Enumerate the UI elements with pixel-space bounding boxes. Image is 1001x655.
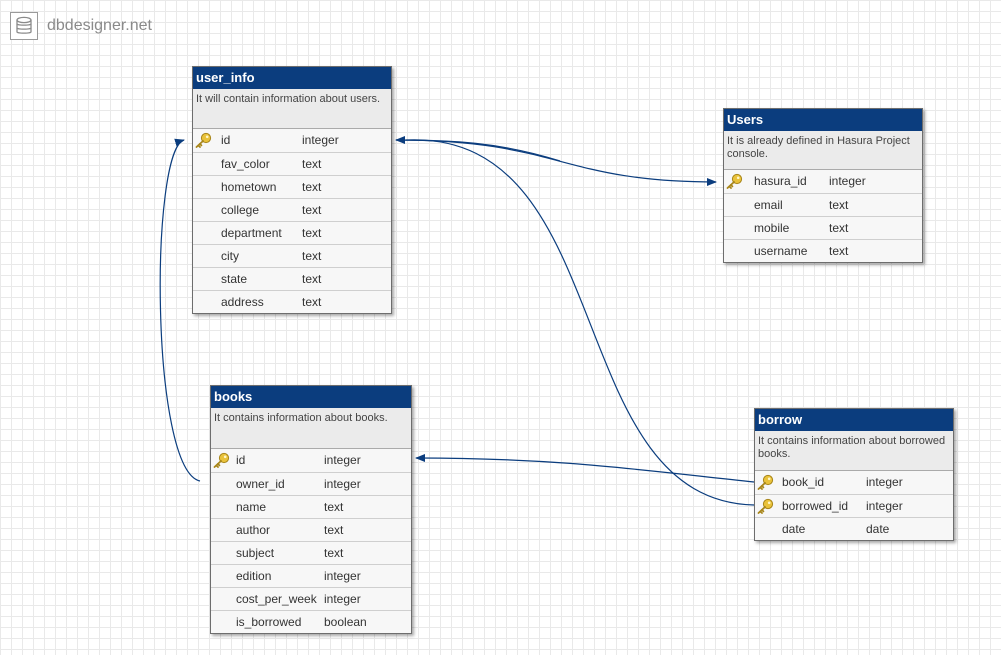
column-row[interactable]: id integer [193,129,391,152]
link-user-info-id-to-users-hasura-id [395,139,717,186]
table-description: It contains information about borrowed b… [755,431,953,471]
column-name: id [236,453,246,467]
column-row[interactable]: name text [211,495,411,518]
key-icon [725,173,743,189]
column-name: department [221,226,282,240]
column-type: integer [324,592,361,606]
column-row[interactable]: book_id integer [755,471,953,494]
column-name: owner_id [236,477,285,491]
table-description: It will contain information about users. [193,89,391,129]
column-type: text [829,198,849,212]
column-type: text [302,203,322,217]
column-name: college [221,203,260,217]
column-name: id [221,133,231,147]
table-title[interactable]: Users [724,109,922,131]
column-name: email [754,198,783,212]
column-name: book_id [782,475,825,489]
column-name: author [236,523,271,537]
brand[interactable]: dbdesigner.net [10,11,152,41]
column-type: integer [829,174,866,188]
column-type: integer [324,453,361,467]
column-name: hometown [221,180,277,194]
column-type: text [302,157,322,171]
column-row[interactable]: mobile text [724,216,922,239]
database-icon [10,12,38,40]
table-borrow[interactable]: borrow It contains information about bor… [754,408,954,541]
column-row[interactable]: fav_color text [193,152,391,175]
column-type: text [302,180,322,194]
column-row[interactable]: college text [193,198,391,221]
column-row[interactable]: borrowed_id integer [755,494,953,517]
column-type: integer [866,499,903,513]
key-icon [194,132,212,148]
key-icon [212,452,230,468]
column-type: text [302,226,322,240]
table-description: It is already defined in Hasura Project … [724,131,922,170]
column-name: mobile [754,221,790,235]
column-name: edition [236,569,272,583]
column-row[interactable]: is_borrowed boolean [211,610,411,633]
column-row[interactable]: id integer [211,449,411,472]
column-type: text [829,221,849,235]
column-name: hasura_id [754,174,807,188]
column-name: fav_color [221,157,270,171]
link-borrow-book-id-to-books-id [415,454,755,483]
table-description: It contains information about books. [211,408,411,449]
column-name: address [221,295,264,309]
column-type: integer [866,475,903,489]
column-type: integer [302,133,339,147]
key-icon [756,498,774,514]
column-name: city [221,249,239,263]
table-title[interactable]: books [211,386,411,408]
column-row[interactable]: city text [193,244,391,267]
column-name: cost_per_week [236,592,317,606]
column-row[interactable]: address text [193,290,391,313]
table-users[interactable]: Users It is already defined in Hasura Pr… [723,108,923,263]
table-books[interactable]: books It contains information about book… [210,385,412,634]
column-row[interactable]: hometown text [193,175,391,198]
column-name: subject [236,546,275,560]
column-row[interactable]: email text [724,193,922,216]
column-type: text [302,249,322,263]
column-type: integer [324,477,361,491]
column-name: date [782,522,806,536]
column-type: text [302,295,322,309]
column-type: integer [324,569,361,583]
column-row[interactable]: department text [193,221,391,244]
brand-name: dbdesigner.net [47,17,152,34]
key-icon [756,474,774,490]
column-row[interactable]: cost_per_week integer [211,587,411,610]
column-name: state [221,272,248,286]
column-type: text [324,546,344,560]
column-type: text [302,272,322,286]
link-users-to-user-info-arrow [395,136,561,162]
table-title[interactable]: user_info [193,67,391,89]
column-name: is_borrowed [236,615,302,629]
table-title[interactable]: borrow [755,409,953,431]
column-type: date [866,522,890,536]
column-name: borrowed_id [782,499,849,513]
table-user-info[interactable]: user_info It will contain information ab… [192,66,392,314]
column-row[interactable]: date date [755,517,953,540]
column-type: boolean [324,615,367,629]
column-name: username [754,244,808,258]
link-books-owner-to-user-info-id [159,138,201,482]
column-row[interactable]: subject text [211,541,411,564]
column-name: name [236,500,267,514]
column-row[interactable]: hasura_id integer [724,170,922,193]
column-row[interactable]: state text [193,267,391,290]
column-type: text [829,244,849,258]
column-row[interactable]: username text [724,239,922,262]
column-row[interactable]: author text [211,518,411,541]
column-type: text [324,523,344,537]
column-row[interactable]: edition integer [211,564,411,587]
column-type: text [324,500,344,514]
column-row[interactable]: owner_id integer [211,472,411,495]
link-borrow-borrowed-id-to-user-info-id [405,139,755,506]
